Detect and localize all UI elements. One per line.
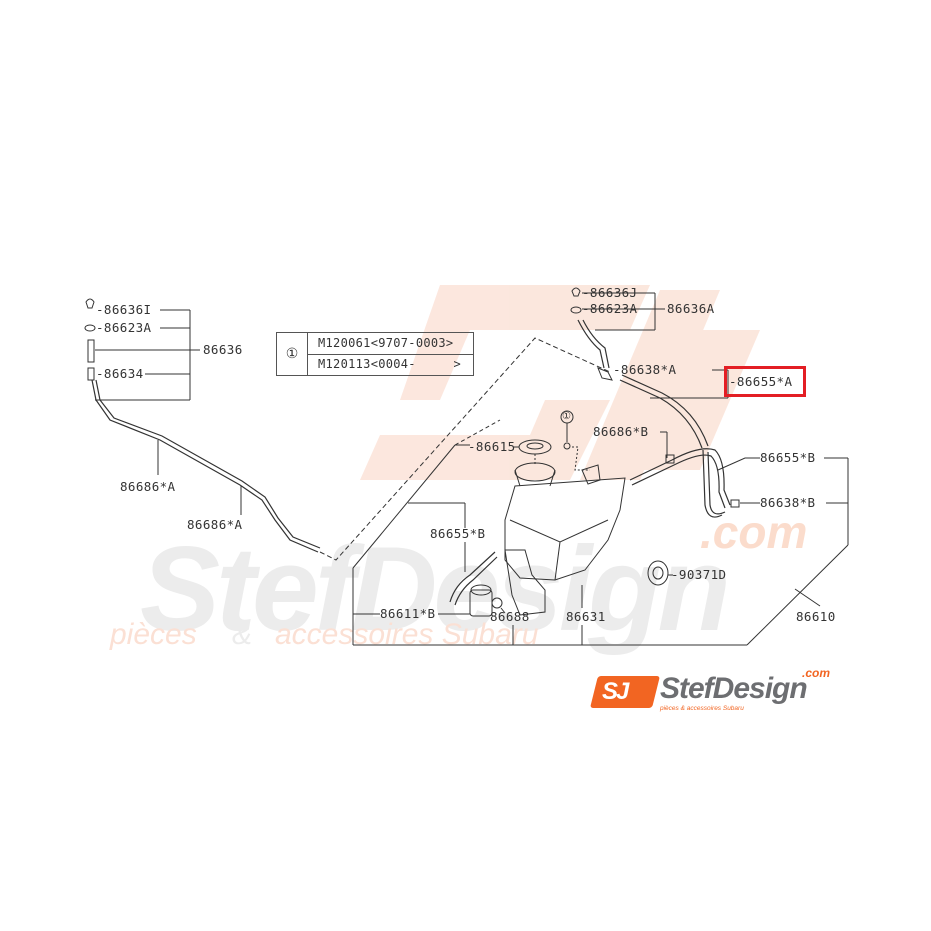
callout-86610[interactable]: 86610 (796, 609, 836, 624)
callout-86611B[interactable]: 86611*B (380, 606, 436, 621)
callout-86655B-left[interactable]: 86655*B (430, 526, 486, 541)
callout-86615[interactable]: -86615 (468, 439, 516, 454)
callout-marker-1: ① (562, 411, 572, 422)
logo-name: StefDesign (660, 672, 808, 705)
reference-range-end: > (453, 357, 461, 371)
watermark-tagline-1: pièces (110, 618, 197, 651)
reference-marker: ① (277, 333, 308, 375)
callout-86636I[interactable]: -86636I (96, 302, 152, 317)
callout-86638B[interactable]: 86638*B (760, 495, 816, 510)
watermark-brand: StefDesign (140, 522, 731, 656)
callout-86636[interactable]: 86636 (203, 342, 243, 357)
reference-row: M120061<9707-0003> (308, 333, 473, 355)
reference-row: M120113<0004- > (308, 354, 473, 375)
reference-table: ① M120061<9707-0003> M120113<0004- > (276, 332, 474, 376)
callout-86686A-1[interactable]: 86686*A (120, 479, 176, 494)
callout-86686B[interactable]: 86686*B (593, 424, 649, 439)
reference-range-start: <0004- (370, 357, 416, 371)
highlight-box-86655A (724, 366, 806, 397)
reference-code: M120061 (318, 336, 371, 350)
callout-86623A-left[interactable]: -86623A (96, 320, 152, 335)
logo-dotcom: .com (802, 666, 831, 680)
callout-86638A[interactable]: -86638*A (613, 362, 677, 377)
callout-86655A[interactable]: -86655*A (729, 374, 793, 389)
logo-tagline: pièces & accessoires Subaru (660, 705, 744, 712)
watermark-tagline-amp: & (232, 618, 253, 651)
reference-code: M120113 (318, 357, 371, 371)
callout-86634[interactable]: -86634 (96, 366, 144, 381)
callout-86655B-right[interactable]: 86655*B (760, 450, 816, 465)
callout-86636A[interactable]: 86636A (667, 301, 715, 316)
callout-86631[interactable]: 86631 (566, 609, 606, 624)
watermark-dotcom: .com (700, 506, 808, 558)
callout-90371D[interactable]: -90371D (671, 567, 727, 582)
callout-86688[interactable]: 86688 (490, 609, 530, 624)
reference-range: <9707-0003> (370, 336, 454, 350)
callout-86623A-right[interactable]: -86623A (582, 301, 638, 316)
callout-86636J[interactable]: -86636J (582, 285, 638, 300)
callout-86686A-2[interactable]: 86686*A (187, 517, 243, 532)
logo-badge: SJ (590, 676, 660, 708)
stefdesign-logo: SJ StefDesign .com pièces & accessoires … (590, 666, 850, 718)
